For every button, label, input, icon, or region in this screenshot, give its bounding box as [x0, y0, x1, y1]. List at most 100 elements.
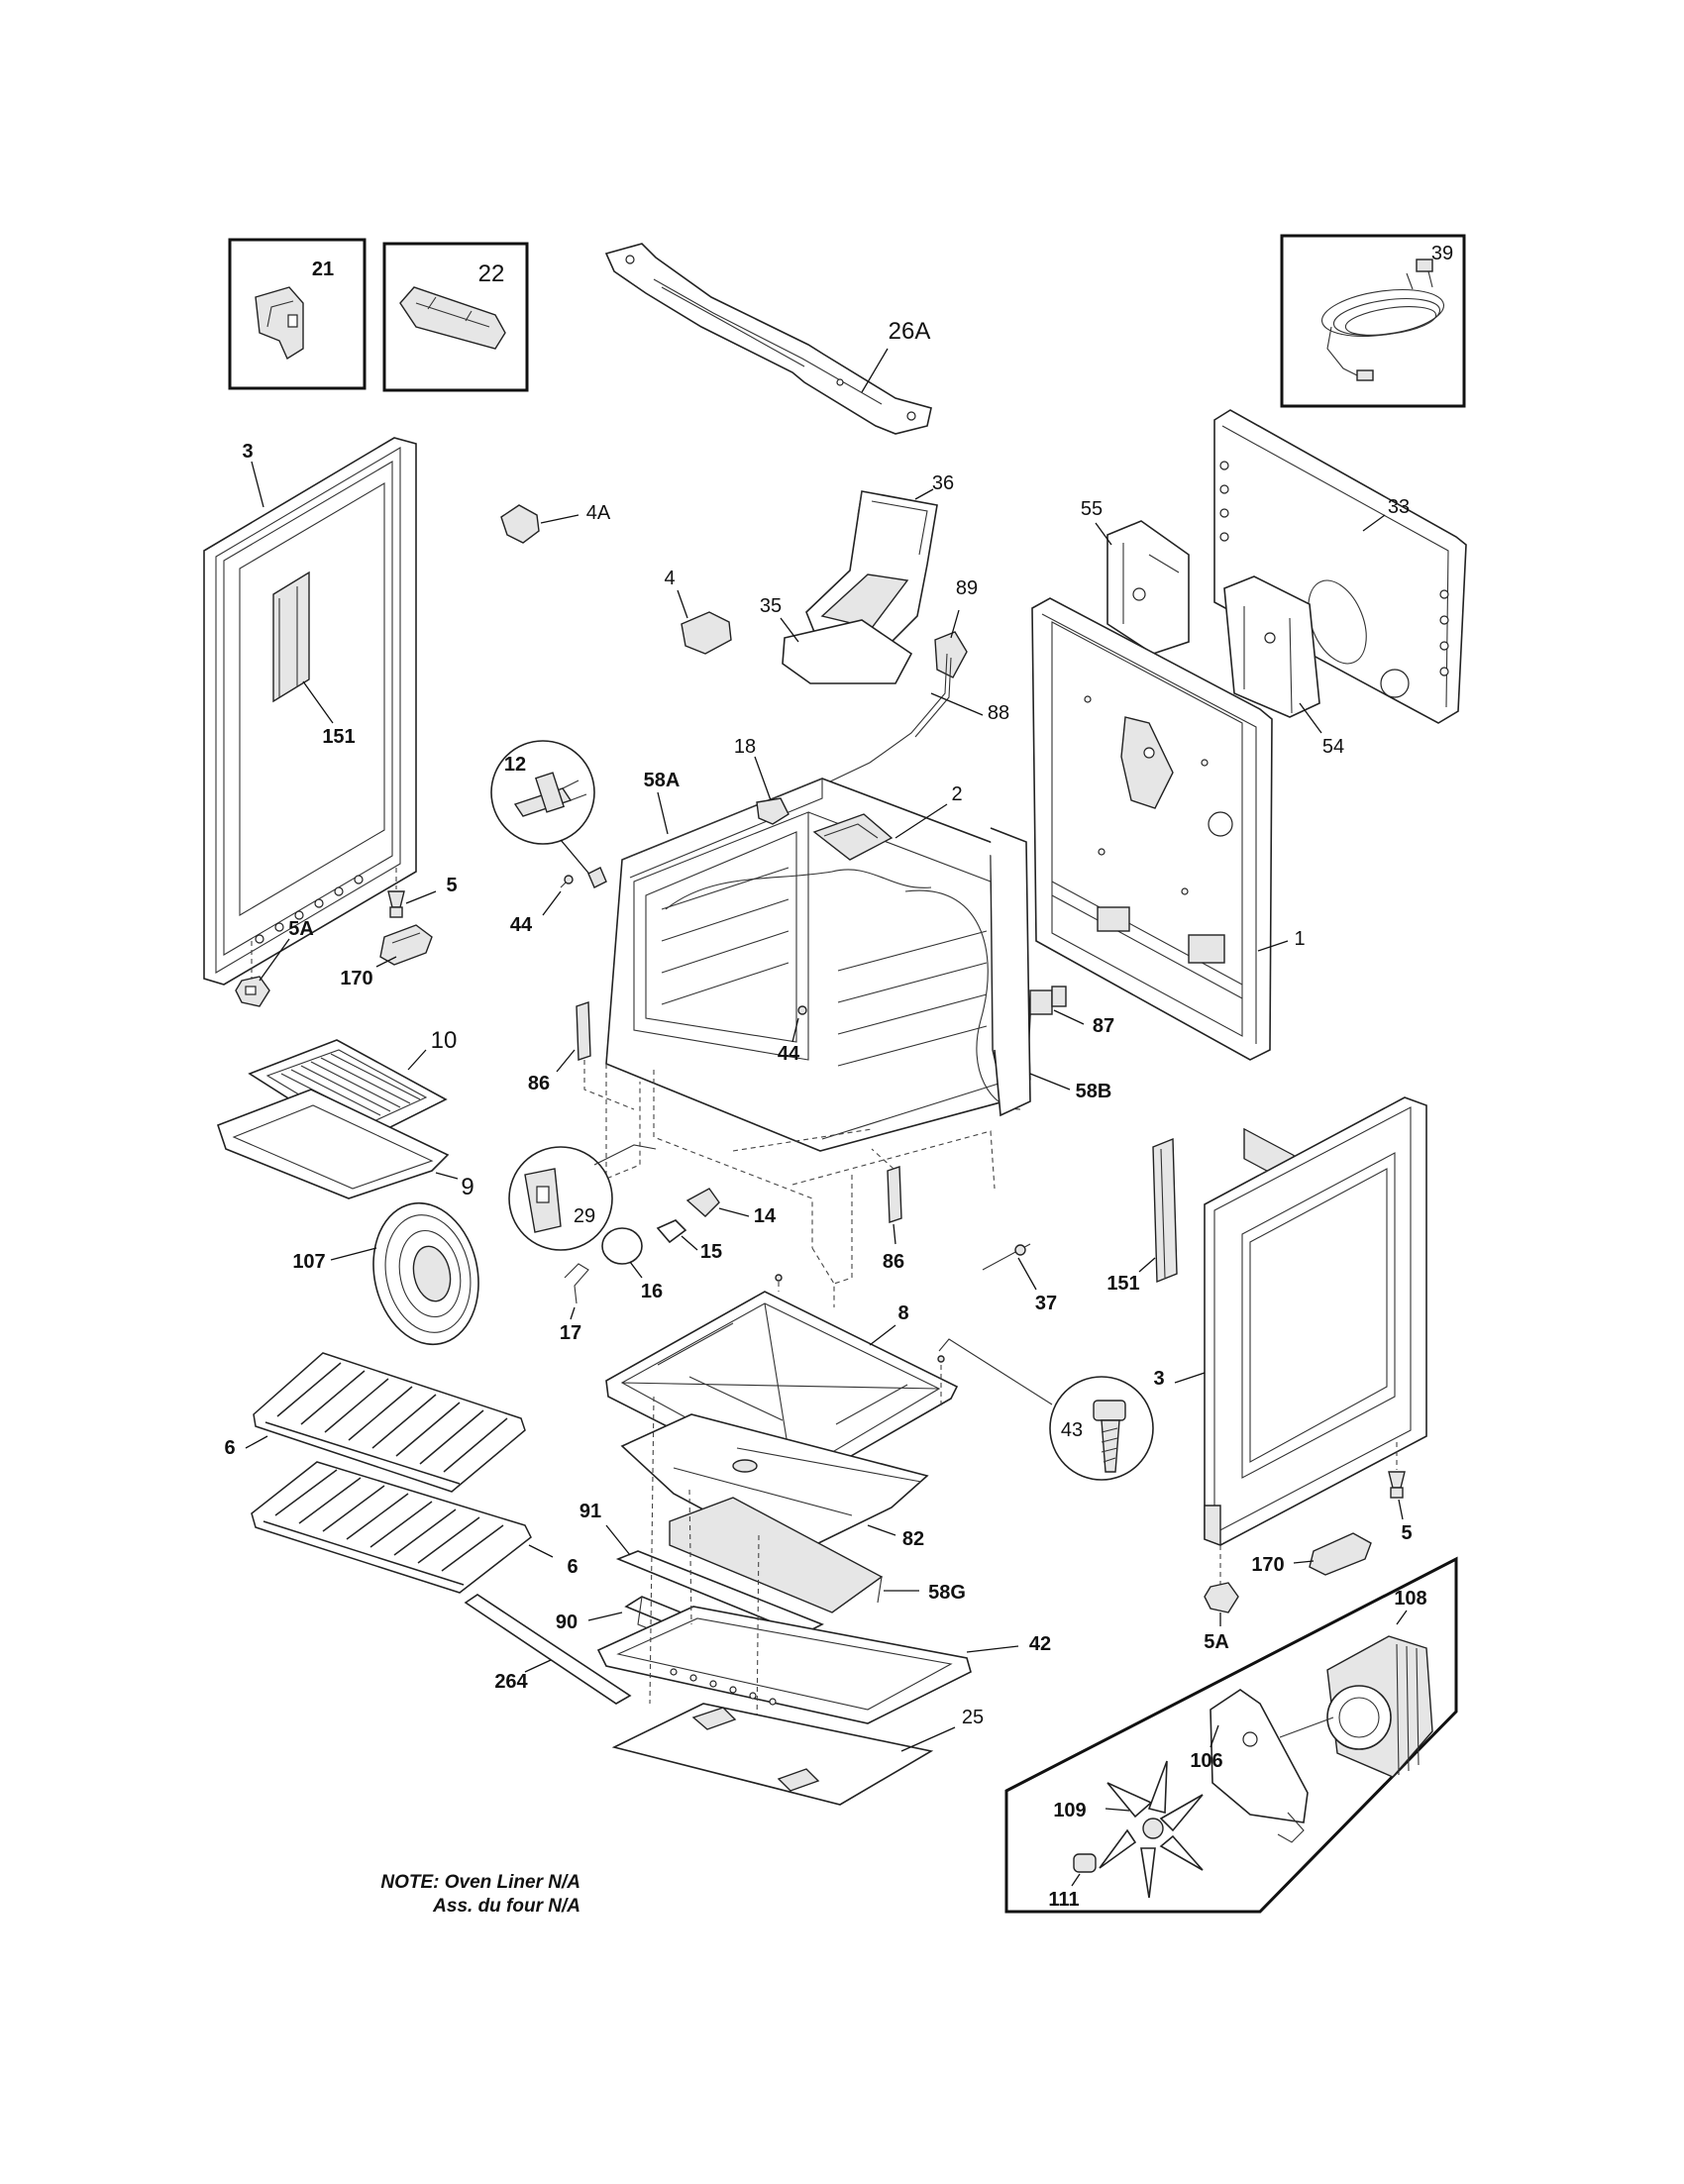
label-25: 25 [962, 1707, 984, 1728]
label-111: 111 [1048, 1889, 1079, 1911]
note-line-2: Ass. du four N/A [432, 1896, 580, 1917]
label-54: 54 [1322, 736, 1344, 758]
part-15-bulb: 15 [656, 1219, 722, 1263]
part-264-strip: 264 [464, 1594, 632, 1705]
part-91-front-trim: 91 [579, 1501, 824, 1635]
label-10: 10 [431, 1027, 458, 1054]
label-21: 21 [312, 259, 334, 280]
part-111-nut: 111 [1048, 1853, 1097, 1911]
rack-upper-wires [264, 1362, 508, 1485]
part-25-kick-panel: 25 [611, 1703, 984, 1806]
label-42: 42 [1029, 1633, 1051, 1655]
rear-frame-holes [1084, 695, 1209, 895]
label-43: 43 [1061, 1419, 1083, 1441]
label-36: 36 [932, 472, 954, 494]
label-109: 109 [1053, 1800, 1086, 1821]
part-5A-hinge-right: 5A [1204, 1545, 1239, 1653]
inset-part-12: 12 [490, 740, 607, 888]
label-6-lower: 6 [567, 1556, 578, 1578]
label-15: 15 [700, 1241, 722, 1263]
part-35-plate: 35 [760, 595, 913, 684]
label-90: 90 [556, 1612, 578, 1633]
label-16: 16 [641, 1281, 663, 1302]
door-frame-holes [255, 875, 364, 944]
label-58B: 58B [1076, 1081, 1112, 1102]
label-9: 9 [461, 1174, 474, 1200]
label-22: 22 [478, 260, 505, 287]
inset-part-43: 43 [937, 1338, 1154, 1481]
note-line-1: NOTE: Oven Liner N/A [380, 1872, 580, 1893]
label-55: 55 [1081, 498, 1103, 520]
part-1-rear-frame: 1 [1031, 597, 1306, 1061]
label-88: 88 [988, 702, 1009, 724]
label-44-right: 44 [778, 1043, 800, 1065]
label-86-right: 86 [883, 1251, 904, 1273]
part-3-door-frame-left: 3 151 [203, 437, 417, 986]
label-86-left: 86 [528, 1073, 550, 1094]
part-4A-clip: 4A [500, 502, 611, 544]
label-35: 35 [760, 595, 782, 617]
label-264: 264 [494, 1671, 528, 1693]
part-106-fan-bracket: 106 [1190, 1689, 1309, 1843]
label-91: 91 [579, 1501, 601, 1522]
label-106: 106 [1190, 1750, 1222, 1772]
part-82-heat-shield: 82 [620, 1413, 929, 1550]
part-6-rack-lower: 6 [251, 1461, 579, 1594]
label-87: 87 [1093, 1015, 1114, 1037]
oven-rack-supports [661, 867, 988, 1067]
part-107-fan-cover: 107 [292, 1201, 479, 1346]
label-33: 33 [1388, 496, 1410, 518]
label-3-right: 3 [1153, 1368, 1164, 1390]
label-151-left: 151 [322, 726, 355, 748]
label-151-right: 151 [1106, 1273, 1139, 1295]
label-26A: 26A [889, 318, 931, 345]
part-14-socket: 14 [685, 1188, 777, 1227]
label-4: 4 [664, 568, 675, 589]
inset-convection-fan: 108 106 109 111 [1004, 1556, 1458, 1914]
part-37-sensor: 37 [982, 1243, 1057, 1314]
label-170-right: 170 [1251, 1554, 1284, 1576]
part-109-fan-blade: 109 [1053, 1760, 1204, 1899]
part-86-receiver-left: 86 [528, 1001, 635, 1110]
label-3-left: 3 [242, 441, 253, 463]
label-5-right: 5 [1401, 1522, 1412, 1544]
part-44-screw-left: 44 [510, 875, 574, 936]
part-170-bracket-right: 170 [1251, 1532, 1372, 1576]
label-58A: 58A [644, 770, 681, 791]
label-2: 2 [951, 783, 962, 805]
part-8-oven-bottom: 8 [605, 1274, 959, 1491]
part-87-switch: 87 [1029, 986, 1114, 1037]
part-5-screw-right: 5 [1388, 1442, 1413, 1544]
part-26A-bracket: 26A [604, 243, 932, 435]
label-5A-right: 5A [1204, 1631, 1229, 1653]
part-54-bracket: 54 [1223, 575, 1344, 758]
label-12: 12 [504, 754, 526, 776]
label-58G: 58G [928, 1582, 966, 1604]
part-4-clip: 4 [664, 568, 732, 655]
part-108-fan-motor: 108 [1326, 1588, 1433, 1778]
label-29: 29 [574, 1205, 595, 1227]
label-89: 89 [956, 577, 978, 599]
bottom-frame-holes [670, 1668, 777, 1706]
part-55-bracket: 55 [1081, 498, 1190, 655]
label-39: 39 [1431, 243, 1453, 264]
label-44-left: 44 [510, 914, 533, 936]
part-42-bottom-frame: 42 [596, 1396, 1051, 1732]
label-4A: 4A [586, 502, 611, 524]
part-6-rack-upper: 6 [224, 1352, 526, 1493]
oven-liner-note: NOTE: Oven Liner N/A Ass. du four N/A [380, 1872, 580, 1917]
label-107: 107 [292, 1251, 325, 1273]
part-5-screw-left: 5 [387, 868, 458, 918]
label-108: 108 [1394, 1588, 1426, 1610]
label-82: 82 [902, 1528, 924, 1550]
label-5-left: 5 [446, 875, 457, 896]
part-3-door-frame-right: 3 [1153, 1096, 1427, 1547]
part-89-sensor: 89 [934, 577, 978, 678]
part-58G-insulation: 58G [669, 1497, 966, 1613]
label-17: 17 [560, 1322, 581, 1344]
inset-part-39: 39 [1280, 234, 1466, 408]
label-1: 1 [1294, 928, 1305, 950]
part-44-screw-right: 44 [778, 1005, 807, 1065]
